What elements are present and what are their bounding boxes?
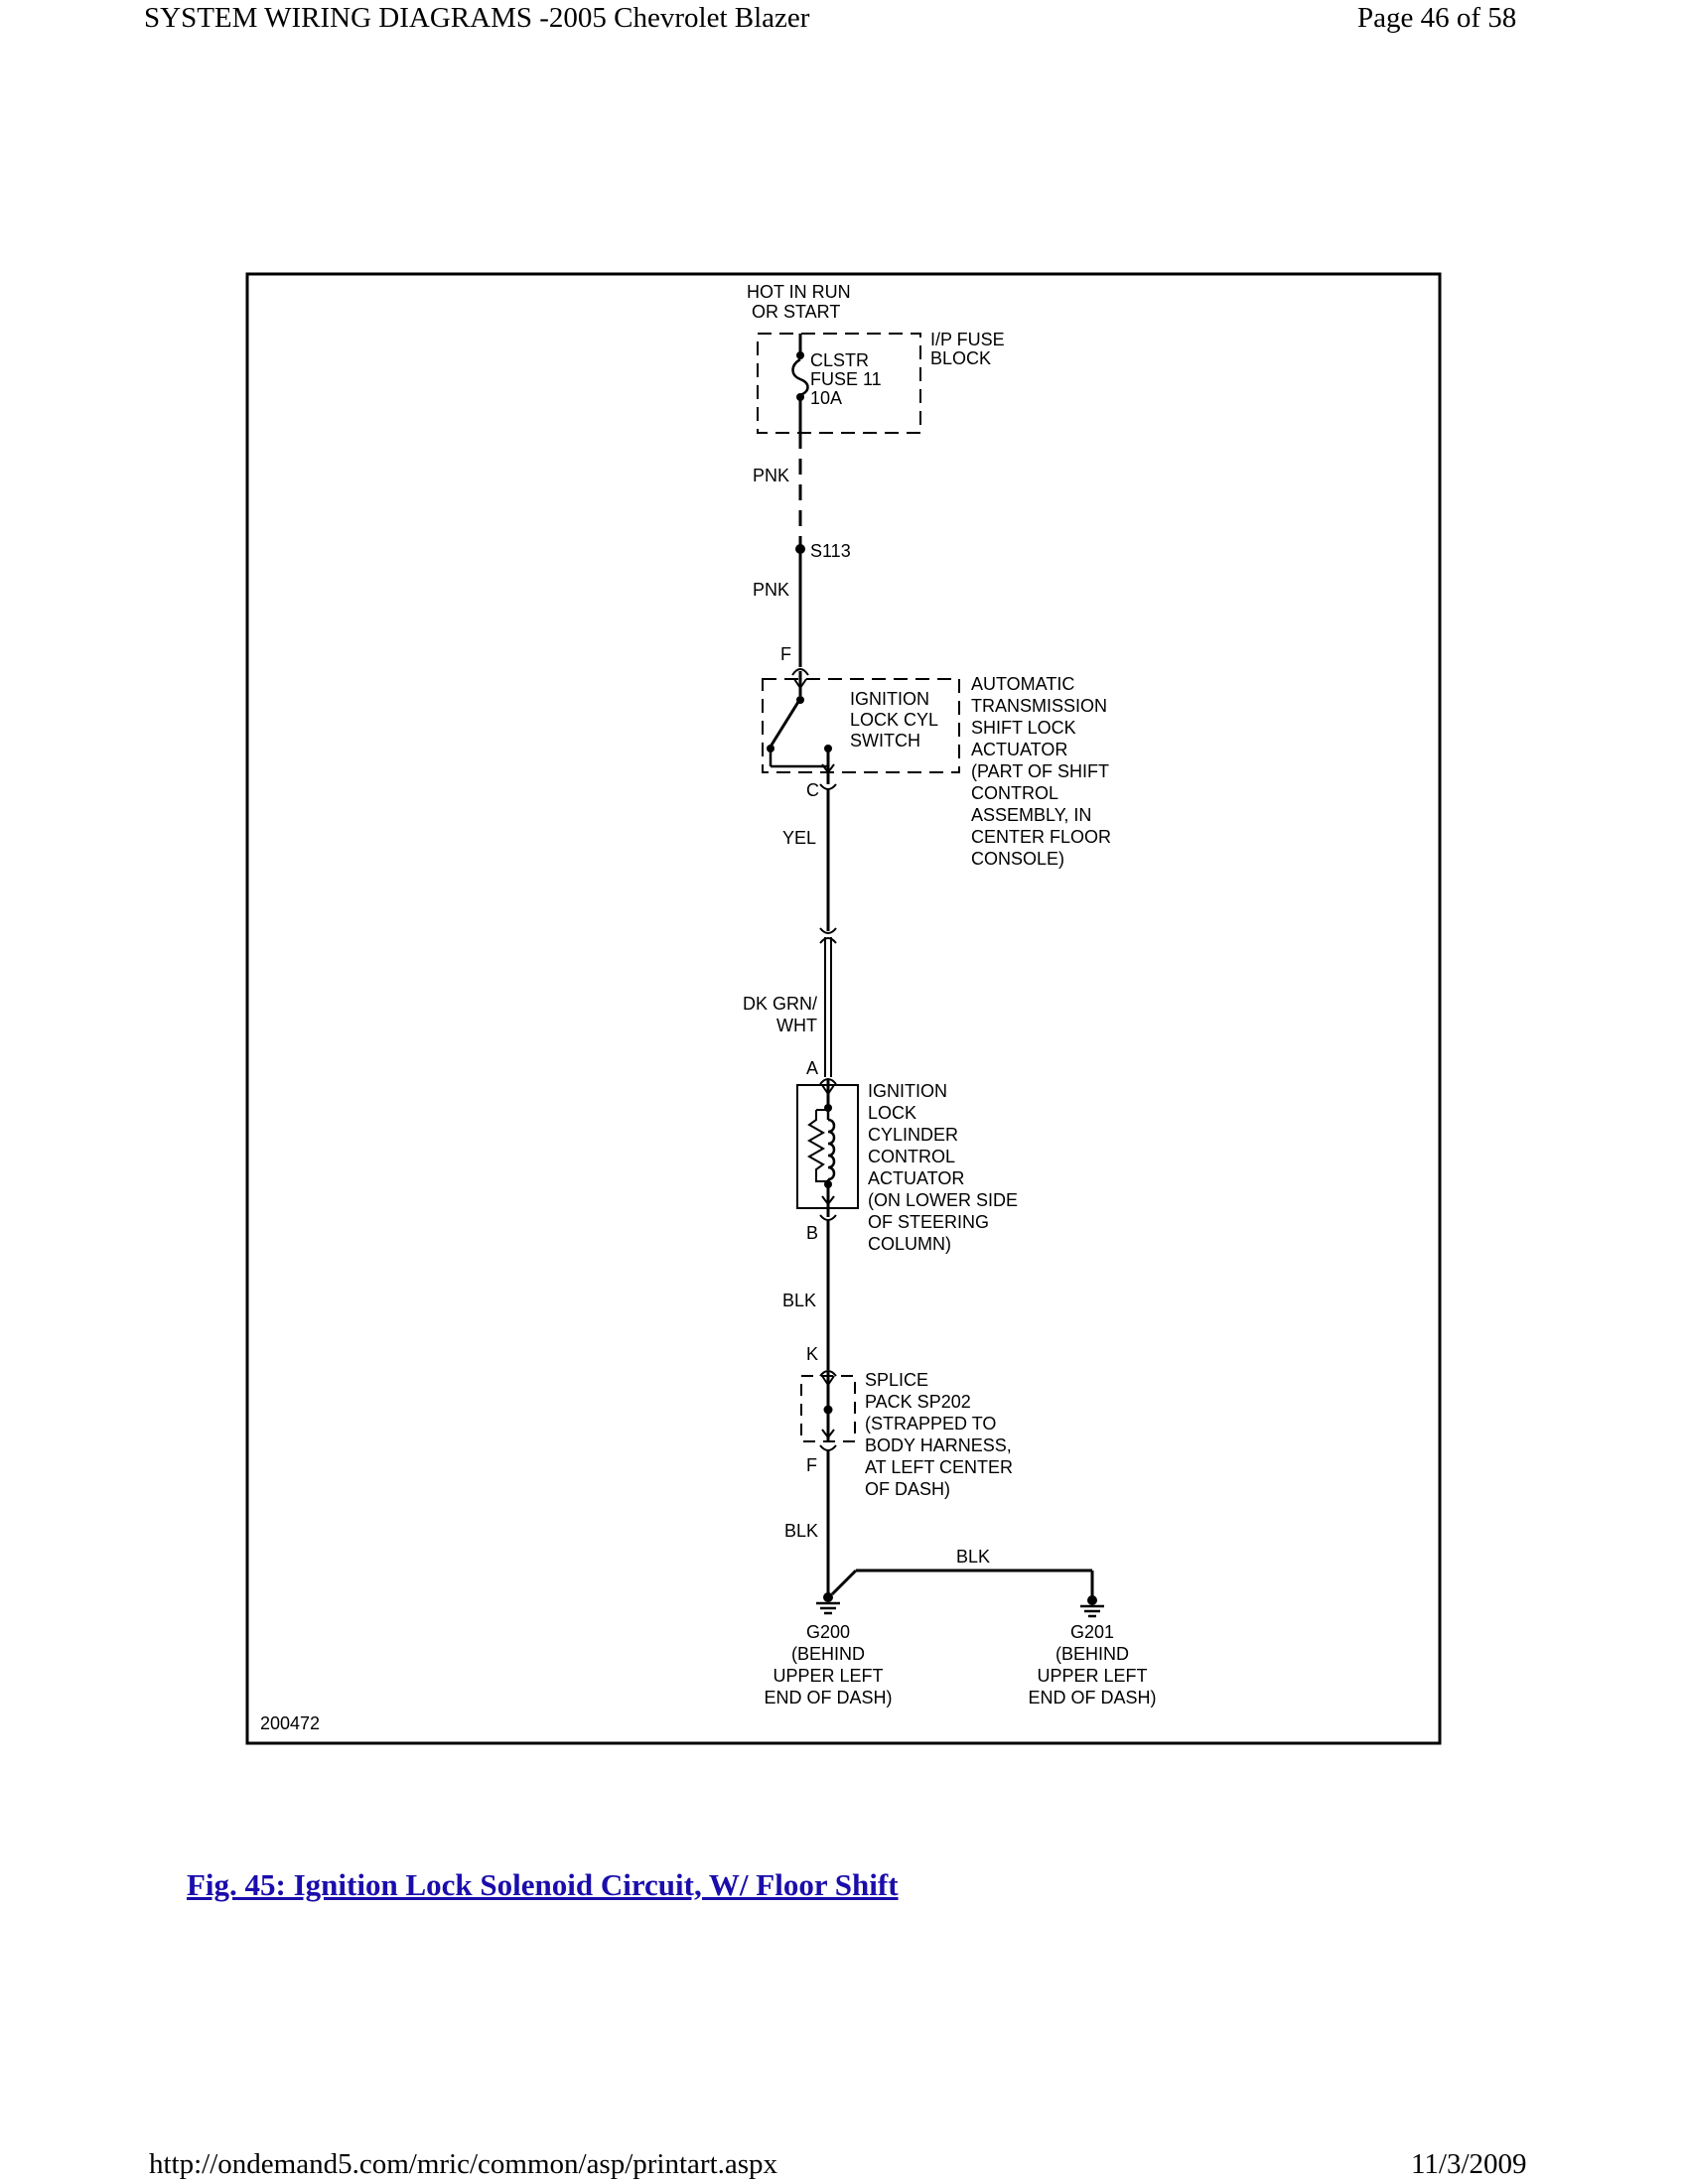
svg-text:(STRAPPED TO: (STRAPPED TO xyxy=(865,1414,996,1433)
svg-text:ASSEMBLY, IN: ASSEMBLY, IN xyxy=(971,805,1091,825)
splice-s113-icon xyxy=(795,544,805,554)
fuse-label-3: 10A xyxy=(810,388,842,408)
connector-a-icon xyxy=(819,1078,837,1085)
figure-caption-link[interactable]: Fig. 45: Ignition Lock Solenoid Circuit,… xyxy=(187,1867,899,1902)
svg-text:BODY HARNESS,: BODY HARNESS, xyxy=(865,1435,1012,1455)
resistor-icon xyxy=(806,1110,828,1182)
svg-text:PACK SP202: PACK SP202 xyxy=(865,1392,971,1412)
connector-k-icon xyxy=(819,1370,837,1377)
switch-blade-icon xyxy=(769,701,800,748)
svg-text:AT LEFT CENTER: AT LEFT CENTER xyxy=(865,1457,1013,1477)
svg-text:IGNITION: IGNITION xyxy=(868,1081,947,1101)
svg-text:(BEHIND: (BEHIND xyxy=(1055,1644,1129,1664)
inline-connector-bottom-icon xyxy=(819,937,837,944)
header-page-number: Page 46 of 58 xyxy=(1357,2,1517,34)
fuse-block-label: I/P FUSE xyxy=(930,330,1005,349)
svg-text:OF STEERING: OF STEERING xyxy=(868,1212,989,1232)
pin-b-label: B xyxy=(806,1223,818,1243)
wire-label-pnk-1: PNK xyxy=(753,466,789,485)
footer-date: 11/3/2009 xyxy=(1411,2148,1527,2180)
ground-g200-node xyxy=(823,1592,833,1602)
svg-text:LOCK: LOCK xyxy=(868,1103,916,1123)
fuse-block-label-2: BLOCK xyxy=(930,348,991,368)
switch-label-3: SWITCH xyxy=(850,731,920,751)
svg-text:END OF DASH): END OF DASH) xyxy=(764,1688,892,1707)
shift-lock-actuator-outline xyxy=(762,678,960,773)
svg-text:UPPER LEFT: UPPER LEFT xyxy=(773,1666,883,1686)
fuse-terminal-top xyxy=(796,351,804,359)
svg-text:(PART OF SHIFT: (PART OF SHIFT xyxy=(971,761,1109,781)
switch-label-2: LOCK CYL xyxy=(850,710,938,730)
pin-f-top-label: F xyxy=(780,644,791,664)
connector-f-top-icon xyxy=(791,668,809,676)
splice-pack-node xyxy=(823,1405,833,1415)
header-title: SYSTEM WIRING DIAGRAMS -2005 Chevrolet B… xyxy=(144,2,810,34)
svg-text:CONTROL: CONTROL xyxy=(971,783,1058,803)
wire-label-wht: WHT xyxy=(776,1016,817,1035)
svg-text:(BEHIND: (BEHIND xyxy=(791,1644,865,1664)
wire-label-pnk-2: PNK xyxy=(753,580,789,600)
ground-g200-icon xyxy=(816,1601,840,1615)
wire-label-blk-3: BLK xyxy=(956,1547,990,1567)
fuse-icon xyxy=(791,357,809,397)
ground-g201-node xyxy=(1087,1595,1097,1605)
actuator-description: AUTOMATIC TRANSMISSION SHIFT LOCK ACTUAT… xyxy=(971,674,1111,869)
svg-text:END OF DASH): END OF DASH) xyxy=(1028,1688,1156,1707)
wire-label-blk-1: BLK xyxy=(782,1291,816,1310)
fuse-label-2: FUSE 11 xyxy=(810,369,882,389)
switch-label: IGNITION xyxy=(850,689,929,709)
solenoid-description: IGNITION LOCK CYLINDER CONTROL ACTUATOR … xyxy=(868,1081,1018,1254)
svg-text:COLUMN): COLUMN) xyxy=(868,1234,951,1254)
svg-text:TRANSMISSION: TRANSMISSION xyxy=(971,696,1107,716)
inline-connector-top-icon xyxy=(819,927,837,934)
pin-f-bottom-label: F xyxy=(806,1455,817,1475)
svg-text:CENTER FLOOR: CENTER FLOOR xyxy=(971,827,1111,847)
svg-text:CONSOLE): CONSOLE) xyxy=(971,849,1064,869)
svg-text:ACTUATOR: ACTUATOR xyxy=(868,1168,964,1188)
pin-c-label: C xyxy=(806,780,819,800)
svg-text:SHIFT LOCK: SHIFT LOCK xyxy=(971,718,1076,738)
svg-text:(ON LOWER SIDE: (ON LOWER SIDE xyxy=(868,1190,1018,1210)
power-source-label-2: OR START xyxy=(752,302,840,322)
ground-g201-icon xyxy=(1080,1604,1104,1618)
diagram-frame xyxy=(245,272,1442,1745)
svg-text:SPLICE: SPLICE xyxy=(865,1370,928,1390)
svg-text:ACTUATOR: ACTUATOR xyxy=(971,740,1067,759)
svg-text:UPPER LEFT: UPPER LEFT xyxy=(1037,1666,1147,1686)
svg-text:CONTROL: CONTROL xyxy=(868,1147,955,1166)
svg-text:OF DASH): OF DASH) xyxy=(865,1479,950,1499)
svg-text:CYLINDER: CYLINDER xyxy=(868,1125,958,1145)
svg-text:G200: G200 xyxy=(806,1622,850,1642)
pin-k-label: K xyxy=(806,1344,818,1364)
ground-g201-label: G201 (BEHIND UPPER LEFT END OF DASH) xyxy=(1028,1622,1156,1707)
footer-url: http://ondemand5.com/mric/common/asp/pri… xyxy=(149,2148,778,2180)
fuse-label: CLSTR xyxy=(810,350,869,370)
wire-label-yel: YEL xyxy=(782,828,816,848)
fuse-terminal-bottom xyxy=(796,393,804,401)
power-source-label: HOT IN RUN xyxy=(747,282,851,302)
solenoid-coil-icon xyxy=(827,1118,836,1181)
figure-id: 200472 xyxy=(260,1713,320,1733)
wire-label-dkgrn: DK GRN/ xyxy=(743,994,817,1014)
ground-g200-label: G200 (BEHIND UPPER LEFT END OF DASH) xyxy=(764,1622,892,1707)
splice-pack-description: SPLICE PACK SP202 (STRAPPED TO BODY HARN… xyxy=(865,1370,1013,1499)
splice-s113-label: S113 xyxy=(810,541,851,561)
pin-a-label: A xyxy=(806,1058,818,1078)
svg-text:G201: G201 xyxy=(1070,1622,1114,1642)
wire-label-blk-2: BLK xyxy=(784,1521,818,1541)
svg-text:AUTOMATIC: AUTOMATIC xyxy=(971,674,1074,694)
